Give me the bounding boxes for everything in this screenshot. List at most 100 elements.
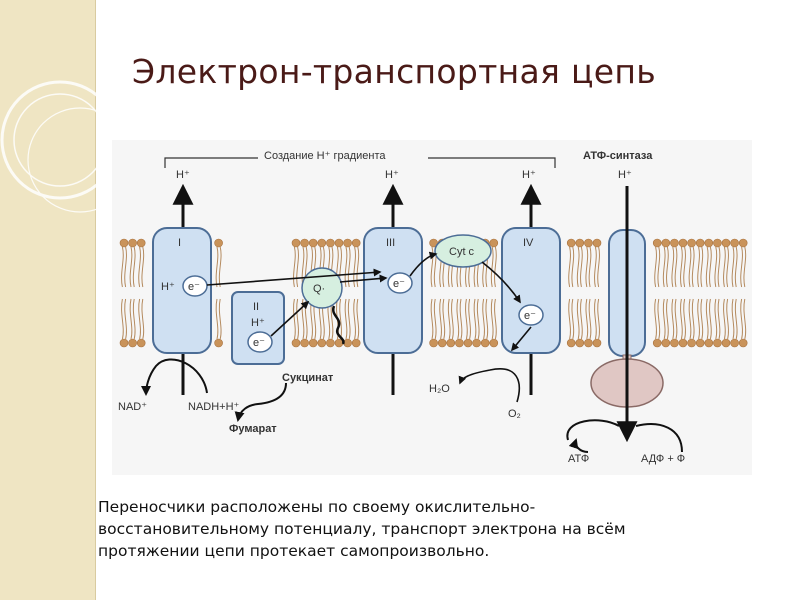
lipid-tail bbox=[459, 298, 463, 340]
lipid-tail bbox=[723, 298, 726, 340]
complex-iv bbox=[501, 227, 561, 354]
lipid-tail bbox=[344, 246, 348, 288]
lipid-tail bbox=[353, 246, 356, 288]
lipid-tail bbox=[132, 246, 136, 288]
lipid-tail bbox=[588, 246, 592, 288]
lipid-tail bbox=[654, 246, 657, 288]
lipid-tail bbox=[439, 298, 442, 340]
lipid-head bbox=[704, 238, 714, 248]
lipid-head bbox=[678, 338, 688, 348]
lipid-head bbox=[721, 338, 731, 348]
lipid-tail bbox=[218, 298, 222, 340]
lipid-tail bbox=[683, 246, 686, 288]
lipid-head bbox=[670, 338, 679, 348]
lipid-tail bbox=[129, 298, 133, 340]
lipid-tail bbox=[353, 298, 356, 340]
lipid-tail bbox=[705, 246, 709, 288]
lipid-tail bbox=[356, 246, 360, 288]
lipid-tail bbox=[339, 298, 342, 340]
electron-path-iii-cytc bbox=[409, 251, 438, 277]
lipid-head bbox=[695, 238, 705, 248]
lipid-head bbox=[713, 238, 722, 248]
lipid-head bbox=[670, 238, 679, 248]
cytochrome-c-label: Cyt c bbox=[449, 246, 475, 258]
lipid-head bbox=[437, 338, 447, 348]
lipid-tail bbox=[662, 246, 666, 288]
lipid-tail bbox=[124, 298, 127, 340]
lipid-tail bbox=[666, 246, 669, 288]
lipid-head bbox=[730, 338, 739, 348]
lipid-tail bbox=[657, 298, 661, 340]
lipid-tail bbox=[138, 298, 141, 340]
lipid-tail bbox=[430, 246, 434, 288]
lipid-tail bbox=[714, 246, 718, 288]
lipid-head bbox=[730, 238, 739, 248]
lipid-tail bbox=[740, 246, 743, 288]
lipid-tail bbox=[494, 298, 497, 340]
atp-synthase-label: АТФ-синтаза bbox=[583, 150, 653, 162]
adp-label: АДФ + Ф bbox=[641, 453, 685, 465]
lipid-tail bbox=[709, 246, 712, 288]
lipid-tail bbox=[433, 298, 437, 340]
lipid-head bbox=[119, 238, 129, 248]
lipid-tail bbox=[662, 298, 666, 340]
slide-caption: Переносчики расположены по своему окисли… bbox=[98, 496, 738, 562]
lipid-tail bbox=[468, 298, 471, 340]
lipid-tail bbox=[683, 298, 686, 340]
lipid-tail bbox=[132, 298, 136, 340]
lipid-head bbox=[687, 238, 696, 248]
lipid-head bbox=[584, 238, 593, 248]
lipid-tail bbox=[138, 246, 141, 288]
lipid-head bbox=[489, 238, 499, 248]
lipid-head bbox=[713, 338, 722, 348]
adp-input-curve bbox=[635, 423, 683, 453]
caption-line-2: восстановительному потенциалу, транспорт… bbox=[98, 520, 626, 538]
lipid-tail bbox=[568, 246, 571, 288]
lipid-tail bbox=[743, 298, 747, 340]
lipid-tail bbox=[442, 298, 446, 340]
lipid-head bbox=[136, 338, 146, 348]
succinate-oxidation-arrow bbox=[234, 382, 287, 422]
lipid-tail bbox=[731, 246, 735, 288]
lipid-head bbox=[566, 338, 576, 348]
lipid-tail bbox=[576, 298, 580, 340]
electron-bubble-1 bbox=[182, 275, 208, 297]
lipid-tail bbox=[657, 246, 661, 288]
lipid-tail bbox=[594, 298, 597, 340]
lipid-head bbox=[446, 338, 456, 348]
lipid-head bbox=[661, 238, 671, 248]
lipid-tail bbox=[697, 298, 700, 340]
lipid-head bbox=[695, 338, 705, 348]
nadh-label: NADH+H⁺ bbox=[188, 401, 240, 413]
lipid-tail bbox=[588, 298, 592, 340]
lipid-head bbox=[214, 238, 223, 248]
lipid-head bbox=[738, 338, 748, 348]
lipid-tail bbox=[740, 298, 743, 340]
complex-i bbox=[152, 227, 212, 354]
lipid-head bbox=[687, 338, 696, 348]
atp-formation-arrow bbox=[566, 419, 620, 441]
lipid-head bbox=[343, 238, 352, 248]
electron-bubble-3 bbox=[387, 272, 413, 294]
lipid-tail bbox=[680, 298, 683, 340]
lipid-tail bbox=[430, 298, 434, 340]
lipid-head bbox=[326, 338, 335, 348]
lipid-tail bbox=[717, 246, 721, 288]
lipid-tail bbox=[709, 298, 712, 340]
lipid-head bbox=[128, 238, 137, 248]
h-plus-label-4: H⁺ bbox=[522, 169, 536, 181]
lipid-tail bbox=[482, 298, 485, 340]
h-plus-label-3: H⁺ bbox=[385, 169, 399, 181]
lipid-tail bbox=[465, 298, 468, 340]
slide-side-band bbox=[0, 0, 95, 600]
lipid-head bbox=[343, 338, 352, 348]
lipid-tail bbox=[447, 298, 451, 340]
lipid-head bbox=[738, 238, 748, 248]
electron-path-ii-q bbox=[270, 300, 310, 337]
lipid-tail bbox=[571, 298, 575, 340]
lipid-head bbox=[575, 238, 585, 248]
lipid-tail bbox=[671, 298, 675, 340]
electron-label-1: e⁻ bbox=[188, 281, 200, 293]
lipid-tail bbox=[296, 298, 299, 340]
lipid-head bbox=[317, 338, 327, 348]
